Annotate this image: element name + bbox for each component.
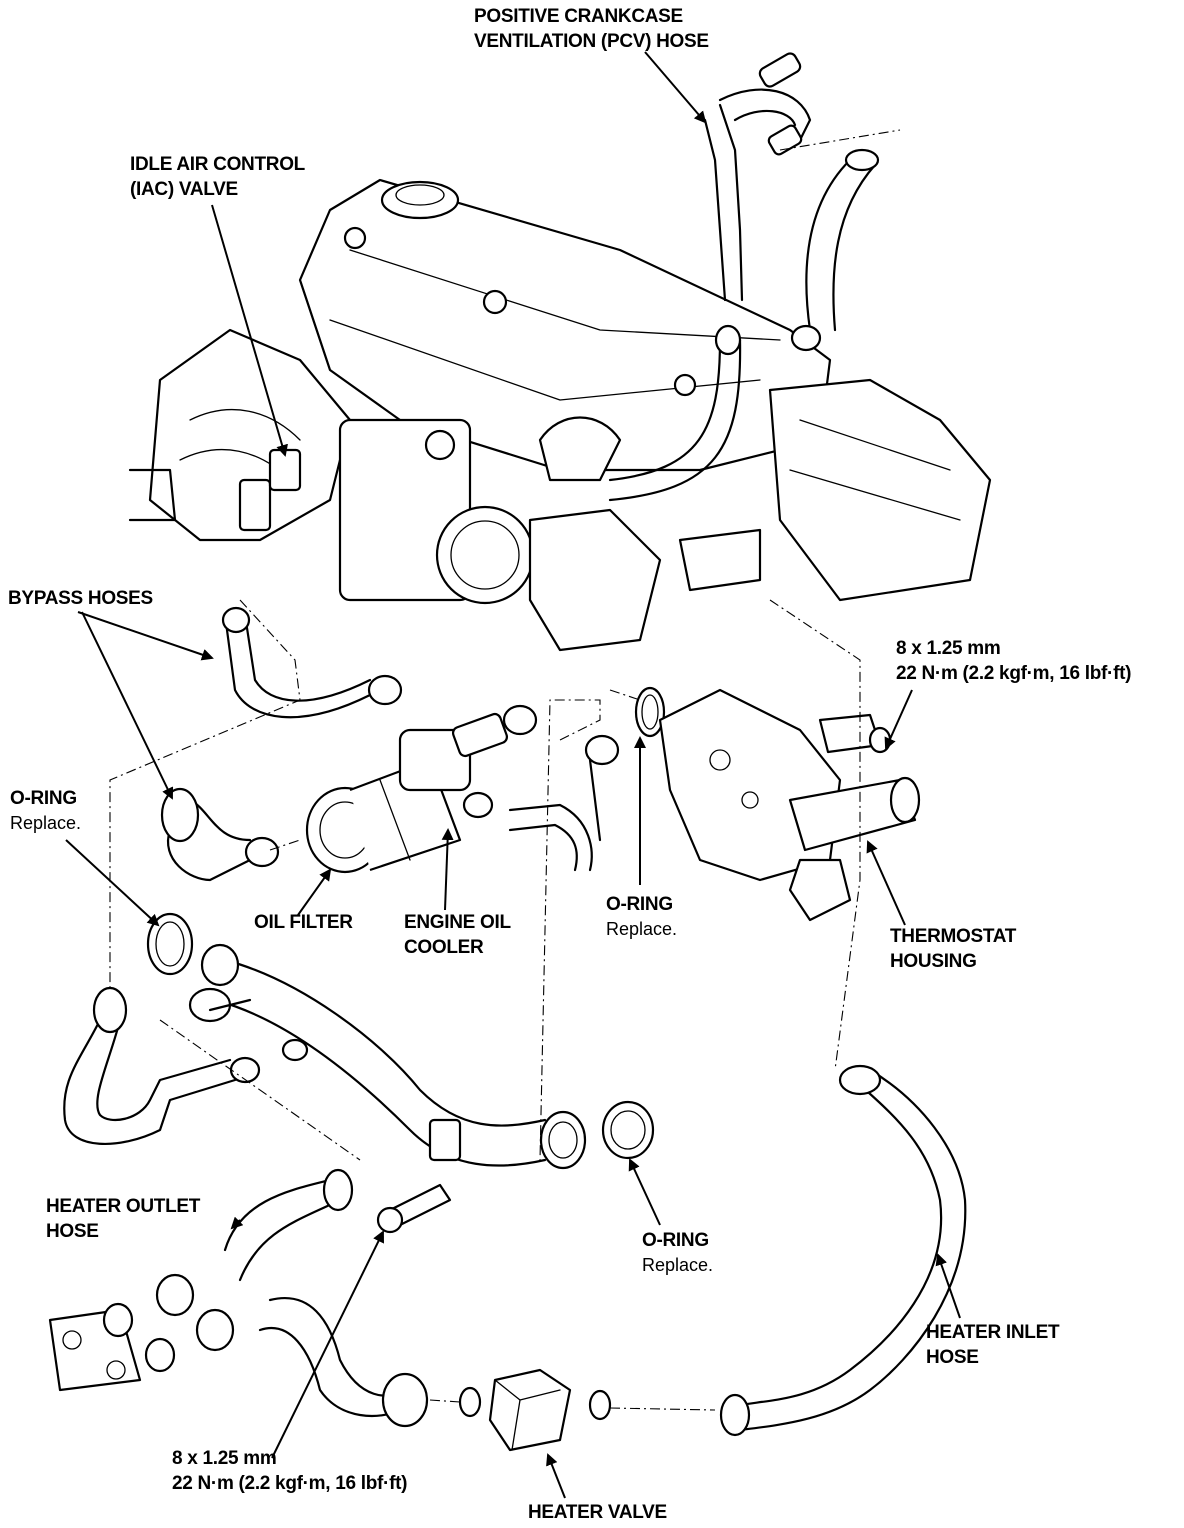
label-engine-oil-cooler-line1: ENGINE OIL	[404, 912, 511, 933]
label-o-ring-center-title: O-RING	[606, 894, 673, 915]
engine-oil-cooler	[398, 704, 538, 819]
label-pcv-hose-line1: POSITIVE CRANKCASE	[474, 6, 683, 27]
label-torque-top-line2: 22 N·m (2.2 kgf·m, 16 lbf·ft)	[896, 663, 1132, 684]
label-torque-bottom-line2: 22 N·m (2.2 kgf·m, 16 lbf·ft)	[172, 1473, 408, 1494]
label-heater-outlet-hose-line2: HOSE	[46, 1221, 99, 1242]
label-torque-bottom-line1: 8 x 1.25 mm	[172, 1448, 277, 1469]
o-ring-center	[609, 686, 666, 738]
label-o-ring-center: O-RING Replace.	[606, 892, 677, 942]
label-pcv-hose: POSITIVE CRANKCASE VENTILATION (PCV) HOS…	[474, 4, 709, 54]
bypass-hose-lower	[160, 787, 301, 882]
oil-filter	[305, 758, 462, 874]
left-u-hose	[63, 986, 237, 1145]
thermostat-housing	[658, 599, 921, 1071]
label-heater-inlet-hose-line2: HOSE	[926, 1347, 979, 1368]
pcv-hose	[703, 52, 901, 302]
label-o-ring-left-title: O-RING	[10, 788, 77, 809]
label-o-ring-lower: O-RING Replace.	[642, 1228, 713, 1278]
leader-lines	[65, 51, 961, 1499]
label-torque-top: 8 x 1.25 mm 22 N·m (2.2 kgf·m, 16 lbf·ft…	[896, 636, 1131, 686]
label-bypass-hoses-line1: BYPASS HOSES	[8, 588, 153, 609]
heater-outlet-hose	[48, 1168, 429, 1428]
label-iac-valve: IDLE AIR CONTROL (IAC) VALVE	[130, 152, 305, 202]
label-iac-valve-line2: (IAC) VALVE	[130, 179, 238, 200]
label-heater-outlet-hose-line1: HEATER OUTLET	[46, 1196, 201, 1217]
label-oil-filter-line1: OIL FILTER	[254, 912, 353, 933]
label-torque-bottom: 8 x 1.25 mm 22 N·m (2.2 kgf·m, 16 lbf·ft…	[172, 1446, 407, 1496]
label-iac-valve-line1: IDLE AIR CONTROL	[130, 154, 305, 175]
label-o-ring-lower-title: O-RING	[642, 1230, 709, 1251]
bypass-hose-upper	[109, 599, 403, 1000]
label-heater-valve: HEATER VALVE	[528, 1500, 667, 1525]
label-heater-outlet-hose: HEATER OUTLET HOSE	[46, 1194, 200, 1244]
label-engine-oil-cooler-line2: COOLER	[404, 937, 484, 958]
water-pipe	[159, 943, 587, 1170]
label-o-ring-lower-note: Replace.	[642, 1255, 714, 1275]
pcv-lower-hose	[608, 324, 742, 502]
label-heater-valve-line1: HEATER VALVE	[528, 1502, 667, 1523]
upper-right-hose	[790, 148, 880, 352]
center-elbow-hose	[508, 699, 620, 1161]
label-heater-inlet-hose-line1: HEATER INLET	[926, 1322, 1060, 1343]
label-o-ring-left-note: Replace.	[10, 813, 82, 833]
label-thermostat-housing-line1: THERMOSTAT	[890, 926, 1017, 947]
label-o-ring-center-note: Replace.	[606, 919, 678, 939]
o-ring-left	[146, 912, 194, 976]
label-heater-inlet-hose: HEATER INLET HOSE	[926, 1320, 1060, 1370]
heater-valve-part	[429, 1368, 716, 1452]
label-torque-top-line1: 8 x 1.25 mm	[896, 638, 1001, 659]
label-o-ring-left: O-RING Replace.	[10, 786, 81, 836]
label-bypass-hoses: BYPASS HOSES	[8, 586, 153, 611]
label-thermostat-housing: THERMOSTAT HOUSING	[890, 924, 1016, 974]
label-oil-filter: OIL FILTER	[254, 910, 353, 935]
engine-assembly	[128, 178, 992, 652]
bolt-lower	[376, 1183, 452, 1234]
heater-inlet-hose	[719, 1064, 967, 1437]
label-engine-oil-cooler: ENGINE OIL COOLER	[404, 910, 511, 960]
o-ring-lower	[601, 1100, 655, 1160]
label-thermostat-housing-line2: HOUSING	[890, 951, 977, 972]
label-pcv-hose-line2: VENTILATION (PCV) HOSE	[474, 31, 709, 52]
